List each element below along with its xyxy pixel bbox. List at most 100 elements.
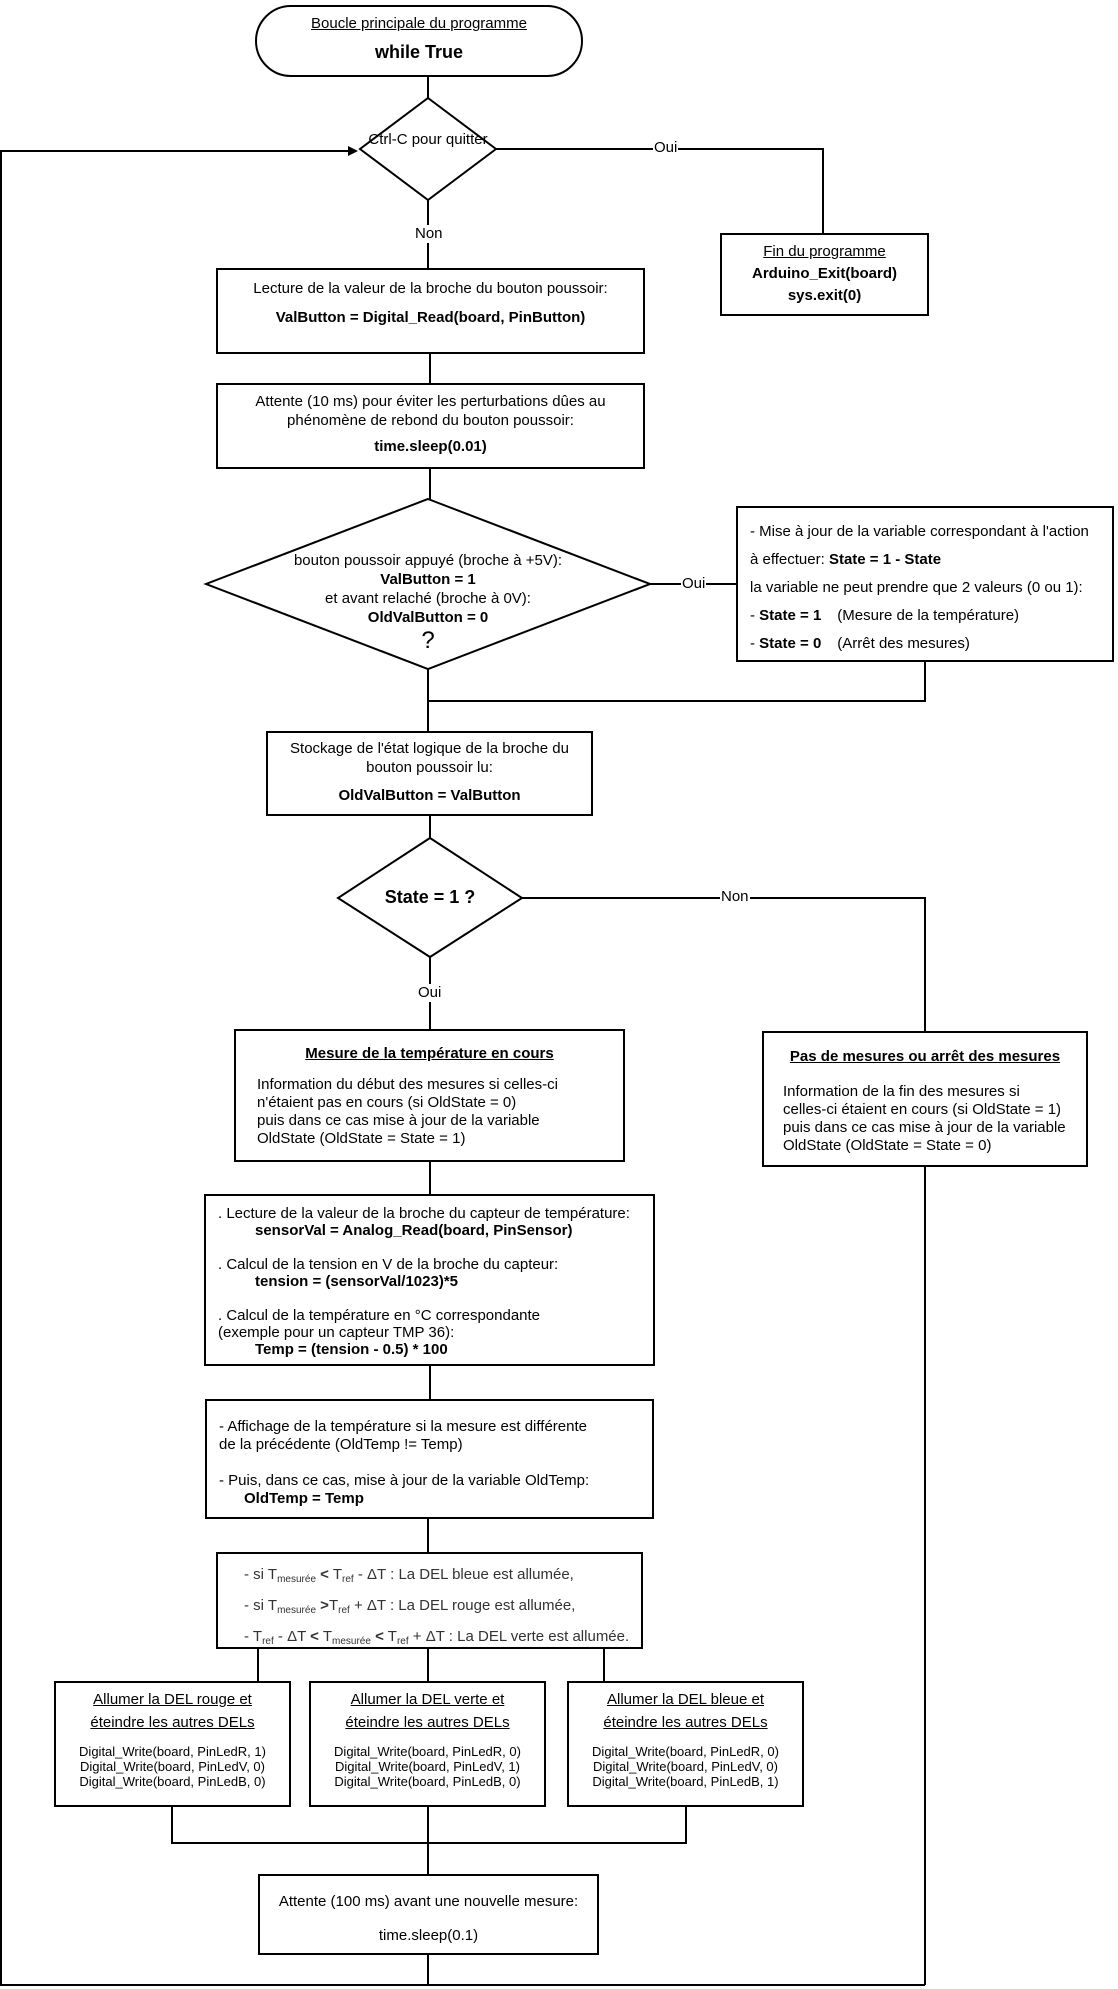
state-decision <box>336 836 524 959</box>
toggle-s0-dash: - <box>750 635 760 652</box>
nomeasure-line2: celles-ci étaient en cours (si OldState … <box>783 1101 1062 1118</box>
led-green-code3: Digital_Write(board, PinLedB, 0) <box>334 1774 521 1789</box>
temperature-compare-box: - si Tmesurée < Tref - ΔT : La DEL bleue… <box>216 1552 643 1649</box>
pressed-line2: et avant relaché (broche à 0V): <box>325 590 531 607</box>
pressed-code1: ValButton = 1 <box>380 571 476 588</box>
led-red-code3: Digital_Write(board, PinLedB, 0) <box>79 1774 266 1789</box>
fin-title: Fin du programme <box>763 243 886 260</box>
led-blue-code3: Digital_Write(board, PinLedB, 1) <box>592 1774 779 1789</box>
start-terminal <box>255 5 583 77</box>
measure-line1: Information du début des mesures si cell… <box>257 1076 558 1093</box>
wait10-code: time.sleep(0.01) <box>374 438 487 455</box>
led-green-title1: Allumer la DEL verte et <box>350 1691 505 1708</box>
calc-line3: . Calcul de la température en °C corresp… <box>218 1307 541 1324</box>
ctrlc-text: Ctrl-C pour quitter <box>368 131 488 148</box>
display-temperature-box: - Affichage de la température si la mesu… <box>205 1399 654 1519</box>
wait100-code: time.sleep(0.1) <box>378 1927 479 1944</box>
display-line1: - Affichage de la température si la mesu… <box>219 1418 587 1435</box>
store-text: Stockage de l'état logique de la broche … <box>290 740 569 776</box>
wait10-text: Attente (10 ms) pour éviter les perturba… <box>255 393 606 429</box>
pressed-question: ? <box>421 627 435 654</box>
measure-in-progress-box: Mesure de la température en cours Inform… <box>234 1029 625 1162</box>
pressed-yes-label: Oui <box>681 575 707 593</box>
arrowhead-icon <box>348 146 358 156</box>
measure-line2: n'étaient pas en cours (si OldState = 0) <box>257 1094 517 1111</box>
temperature-calc-box: . Lecture de la valeur de la broche du c… <box>204 1194 655 1366</box>
compare-row-blue: - si Tmesurée < Tref - ΔT : La DEL bleue… <box>244 1566 574 1585</box>
calc-code3: Temp = (tension - 0.5) * 100 <box>255 1341 448 1358</box>
pressed-text: bouton poussoir appuyé (broche à +5V): V… <box>268 551 588 655</box>
led-red-title2: éteindre les autres DELs <box>90 1714 255 1731</box>
led-blue-title2: éteindre les autres DELs <box>603 1714 768 1731</box>
led-blue-code1: Digital_Write(board, PinLedR, 0) <box>592 1744 779 1759</box>
fin-exit-board: Arduino_Exit(board) <box>752 265 897 282</box>
led-red-code1: Digital_Write(board, PinLedR, 1) <box>79 1744 266 1759</box>
toggle-s1-code: State = 1 <box>759 607 822 624</box>
read-code: ValButton = Digital_Read(board, PinButto… <box>275 309 586 326</box>
toggle-line3: la variable ne peut prendre que 2 valeur… <box>750 579 1083 596</box>
nomeasure-line1: Information de la fin des mesures si <box>783 1083 1020 1100</box>
calc-line2: . Calcul de la tension en V de la broche… <box>218 1256 559 1273</box>
toggle-line2-code: State = 1 - State <box>828 551 942 568</box>
toggle-s0-code: State = 0 <box>759 635 822 652</box>
toggle-line1: - Mise à jour de la variable corresponda… <box>750 523 1089 540</box>
connector <box>428 662 926 702</box>
fin-sys-exit: sys.exit(0) <box>787 287 862 304</box>
measure-line4: OldState (OldState = State = 1) <box>257 1130 466 1147</box>
loop-back-connector <box>0 150 925 1986</box>
pressed-decision <box>203 497 653 671</box>
compare-row-red: - si Tmesurée >Tref + ΔT : La DEL rouge … <box>244 1597 576 1616</box>
toggle-s0-desc: (Arrêt des mesures) <box>837 635 970 652</box>
state-no-label: Non <box>720 888 750 906</box>
led-blue-title1: Allumer la DEL bleue et <box>606 1691 765 1708</box>
led-blue-box: Allumer la DEL bleue et éteindre les aut… <box>567 1681 804 1807</box>
calc-line1: . Lecture de la valeur de la broche du c… <box>218 1205 630 1222</box>
nomeasure-title: Pas de mesures ou arrêt des mesures <box>789 1048 1061 1065</box>
no-measure-box: Pas de mesures ou arrêt des mesures Info… <box>762 1031 1088 1167</box>
store-button-state-box: Stockage de l'état logique de la broche … <box>266 731 593 816</box>
toggle-line2-text: à effectuer: <box>750 551 829 568</box>
display-line2: de la précédente (OldTemp != Temp) <box>219 1436 463 1453</box>
led-red-box: Allumer la DEL rouge et éteindre les aut… <box>54 1681 291 1807</box>
led-blue-code2: Digital_Write(board, PinLedV, 0) <box>593 1759 778 1774</box>
connector <box>496 148 824 233</box>
read-text: Lecture de la valeur de la broche du bou… <box>253 280 608 297</box>
calc-code2: tension = (sensorVal/1023)*5 <box>255 1273 459 1290</box>
read-button-box: Lecture de la valeur de la broche du bou… <box>216 268 645 354</box>
pressed-code2: OldValButton = 0 <box>367 609 489 626</box>
display-line3: - Puis, dans ce cas, mise à jour de la v… <box>219 1472 590 1489</box>
calc-line4: (exemple pour un capteur TMP 36): <box>218 1324 455 1341</box>
toggle-state-box: - Mise à jour de la variable corresponda… <box>736 506 1114 662</box>
led-green-box: Allumer la DEL verte et éteindre les aut… <box>309 1681 546 1807</box>
led-red-code2: Digital_Write(board, PinLedV, 0) <box>80 1759 265 1774</box>
led-green-code2: Digital_Write(board, PinLedV, 1) <box>335 1759 520 1774</box>
calc-code1: sensorVal = Analog_Read(board, PinSensor… <box>255 1222 573 1239</box>
program-end-box: Fin du programme Arduino_Exit(board) sys… <box>720 233 929 316</box>
toggle-s1-dash: - <box>750 607 760 624</box>
measure-title: Mesure de la température en cours <box>305 1045 554 1062</box>
ctrlc-yes-label: Oui <box>653 139 679 157</box>
led-green-title2: éteindre les autres DELs <box>345 1714 510 1731</box>
ctrlc-decision <box>358 96 498 202</box>
compare-row-green: - Tref - ΔT < Tmesurée < Tref + ΔT : La … <box>244 1628 630 1647</box>
wait100-text: Attente (100 ms) avant une nouvelle mesu… <box>278 1893 579 1910</box>
start-code: while True <box>374 42 464 62</box>
connector <box>522 897 926 1031</box>
display-code: OldTemp = Temp <box>244 1490 364 1507</box>
led-red-title1: Allumer la DEL rouge et <box>93 1691 252 1708</box>
nomeasure-line3: puis dans ce cas mise à jour de la varia… <box>783 1119 1066 1136</box>
measure-line3: puis dans ce cas mise à jour de la varia… <box>257 1112 540 1129</box>
start-terminal-text: Boucle principale du programme while Tru… <box>256 14 582 65</box>
led-green-code1: Digital_Write(board, PinLedR, 0) <box>334 1744 521 1759</box>
toggle-s1-desc: (Mesure de la température) <box>837 607 1020 624</box>
measure-wait-box: Attente (100 ms) avant une nouvelle mesu… <box>258 1874 599 1955</box>
pressed-line1: bouton poussoir appuyé (broche à +5V): <box>293 552 563 569</box>
debounce-wait-box: Attente (10 ms) pour éviter les perturba… <box>216 383 645 469</box>
start-title: Boucle principale du programme <box>311 15 527 32</box>
ctrlc-no-label: Non <box>414 225 444 243</box>
state-yes-label: Oui <box>417 984 443 1002</box>
store-code: OldValButton = ValButton <box>338 787 521 804</box>
state-text: State = 1 ? <box>384 887 476 907</box>
nomeasure-line4: OldState (OldState = State = 0) <box>783 1137 992 1154</box>
